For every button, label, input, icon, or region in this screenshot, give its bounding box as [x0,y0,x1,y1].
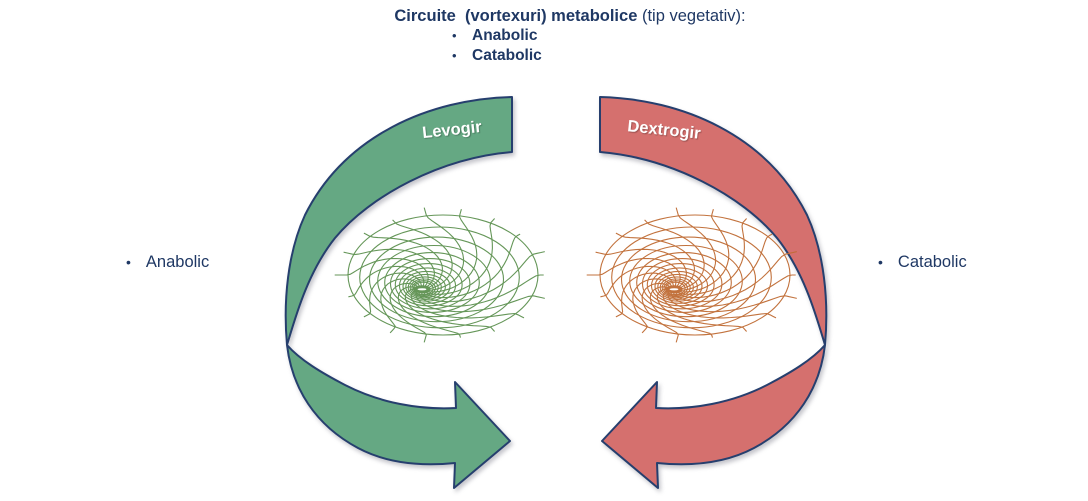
list-item: • Anabolic [452,27,542,47]
dextrogir-arrow [599,96,828,489]
bullet-icon: • [452,48,457,63]
side-label-catabolic-text: Catabolic [897,253,967,271]
bullet-icon: • [452,28,457,43]
title-bullet-anabolic: Anabolic [472,27,538,44]
bullet-icon: • [126,254,131,270]
side-label-catabolic: • Catabolic [878,253,967,272]
side-label-anabolic: • Anabolic [126,253,209,272]
page-title: Circuite (vortexuri) metabolice (tip veg… [52,7,1088,26]
title-bullet-list: • Anabolic • Catabolic [452,27,542,67]
levogir-vortex-mesh-icon [334,207,545,343]
page-title-rest: (tip vegetativ): [637,7,746,25]
side-label-anabolic-text: Anabolic [145,253,210,271]
dextrogir-vortex-mesh-icon [586,207,797,343]
bullet-icon: • [878,254,883,270]
page-title-bold: Circuite (vortexuri) metabolice [394,7,638,25]
levogir-arrow [284,96,513,489]
title-bullet-catabolic: Catabolic [472,47,542,64]
list-item: • Catabolic [452,47,542,67]
